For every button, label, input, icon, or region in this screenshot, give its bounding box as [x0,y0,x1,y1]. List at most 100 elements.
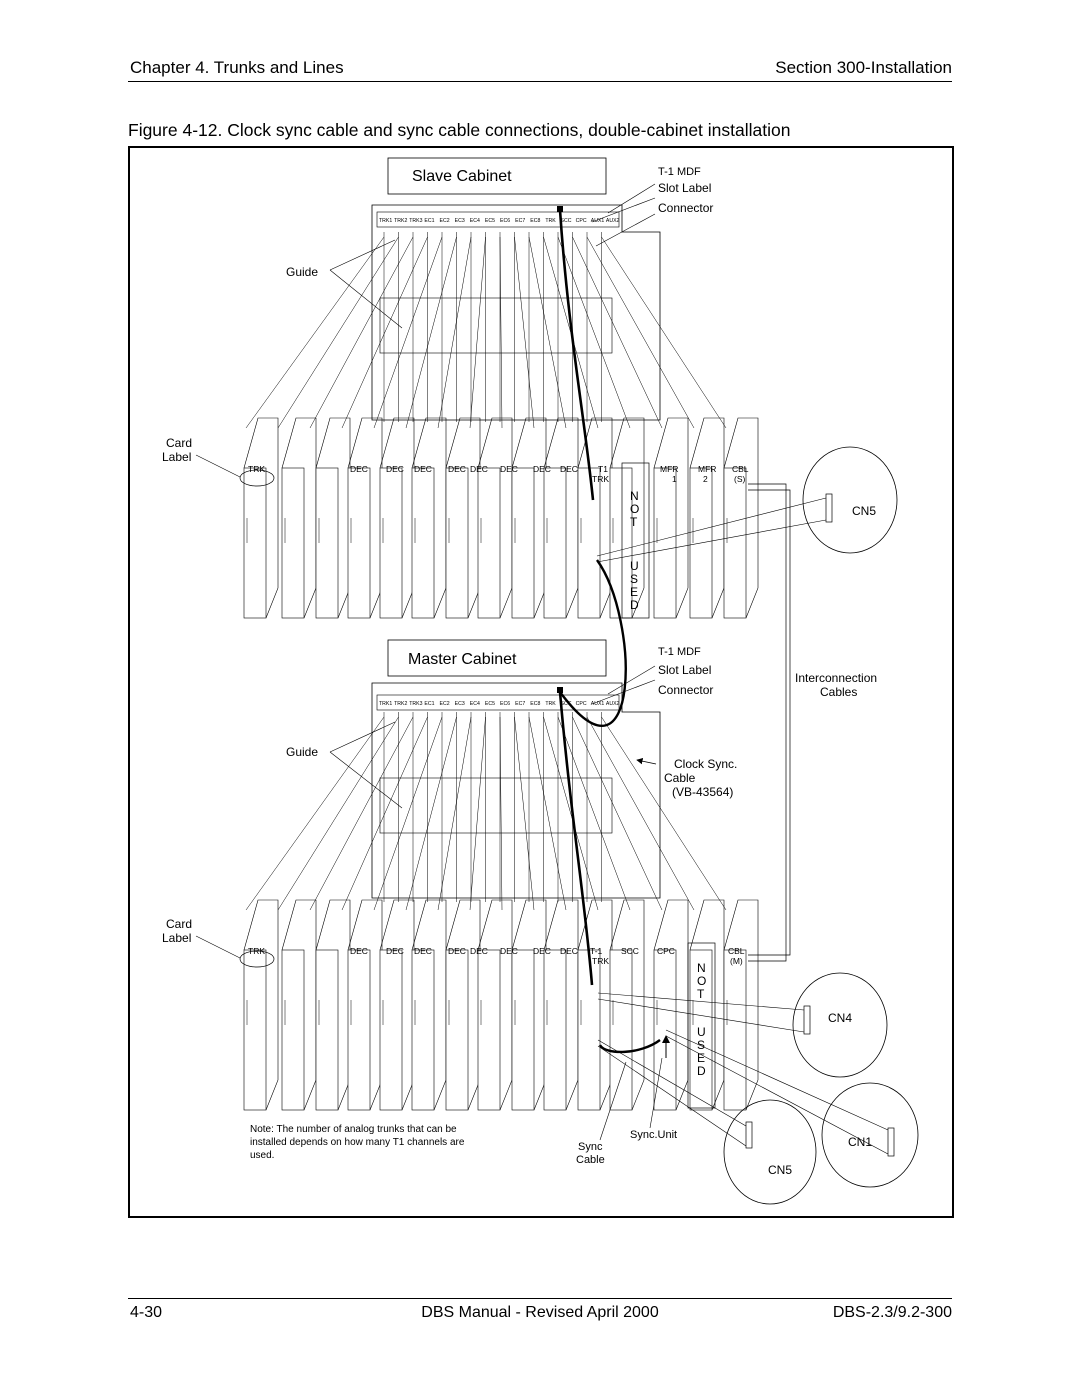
card-face [477,949,501,1111]
card-label: CBL [728,946,745,956]
note-line-2: installed depends on how many T1 channel… [250,1137,465,1148]
card-label: DEC [414,946,432,956]
doc-number: DBS-2.3/9.2-300 [832,1304,952,1321]
card-label: (S) [734,474,746,484]
figure-frame [128,146,954,1218]
card-label: T1 [598,464,608,474]
master-cn5-circle [723,1099,817,1205]
interconnection-label-1: Interconnection [795,671,877,685]
not-used-letter: N [630,489,639,503]
master-backplane [379,777,613,834]
card-label: 1 [672,474,677,484]
clock-sync-label-1: Clock Sync. [674,757,737,771]
card-label: DEC [414,464,432,474]
slot-label: EC2 [440,218,450,224]
card-label: DEC [350,946,368,956]
card-outline [411,899,447,1111]
card-face [445,467,469,619]
manual-title: DBS Manual - Revised April 2000 [421,1304,659,1321]
slot-label: EC7 [515,218,525,224]
card-outline [477,899,513,1111]
not-used-letter: S [630,572,638,586]
card-outline [379,899,415,1111]
slave-card-label-1: Card [166,436,192,450]
card-label: DEC [500,464,518,474]
master-title: Master Cabinet [408,651,517,668]
card-label: CPC [657,946,675,956]
slot-label: EC4 [470,701,480,707]
slave-not-used-slot [621,462,650,619]
slot-label: AUX2 [606,701,620,707]
card-label: DEC [560,464,578,474]
card-face [281,949,305,1111]
slot-label: TRK [545,701,556,707]
card-outline [281,899,317,1111]
master-slot-label-text: Slot Label [658,663,711,677]
clock-sync-cable [559,559,627,727]
card-face [577,467,601,619]
sync-unit-label: Sync.Unit [630,1129,677,1141]
master-card-label-2: Label [162,931,191,945]
card-face [315,467,339,619]
cn1-circle [821,1082,919,1188]
master-clock-sync-cable [558,691,594,986]
card-outline [689,417,725,619]
not-used-letter: S [697,1038,705,1052]
slot-label: TRK3 [409,701,422,707]
slave-title: Slave Cabinet [412,168,512,185]
slave-slot-label-strip [376,211,620,228]
slave-t1-mdf-connector [557,206,563,212]
master-cn5-label: CN5 [768,1163,792,1177]
card-face [511,949,535,1111]
card-label: MFR [698,464,716,474]
slot-label: TRK2 [394,218,407,224]
slot-label: SCC [561,218,572,224]
sync-cable [598,1039,661,1054]
master-not-used-slot [687,942,716,1109]
card-outline [609,899,645,1111]
slot-label: CPC [576,218,587,224]
card-label: DEC [448,946,466,956]
card-outline [347,417,383,619]
slot-label: TRK1 [379,701,392,707]
card-outline [609,417,645,619]
master-card-label-1: Card [166,917,192,931]
card-label: DEC [448,464,466,474]
master-cn4-circle [792,972,888,1078]
slave-backplane [379,297,613,354]
section-header: Section 300-Installation [775,58,952,77]
footer-rule [128,1298,952,1299]
slot-label: AUX2 [606,218,620,224]
card-outline [577,417,613,619]
card-face [411,467,435,619]
card-label: DEC [470,464,488,474]
card-label: (M) [730,956,743,966]
slot-label: EC7 [515,701,525,707]
interconnection-cables [748,489,791,956]
slave-clock-sync-cable [558,209,595,501]
card-face [543,467,567,619]
slave-t1-mdf-label: T-1 MDF [658,166,701,178]
card-outline [723,899,759,1111]
card-face [315,949,339,1111]
card-face [723,467,747,619]
not-used-letter: T [697,987,705,1001]
card-label: TRK [592,956,609,966]
slave-cabinet-outline [371,204,661,421]
card-outline [379,417,415,619]
card-label: DEC [500,946,518,956]
slot-label: TRK [545,218,556,224]
not-used-letter: D [630,598,639,612]
card-face [379,467,403,619]
slot-label: EC5 [485,701,495,707]
card-outline [723,417,759,619]
card-outline [543,899,579,1111]
master-t1-mdf-label: T-1 MDF [658,646,701,658]
slot-label: TRK1 [379,218,392,224]
slot-label: EC1 [424,701,434,707]
card-label: DEC [533,946,551,956]
card-outline [477,417,513,619]
